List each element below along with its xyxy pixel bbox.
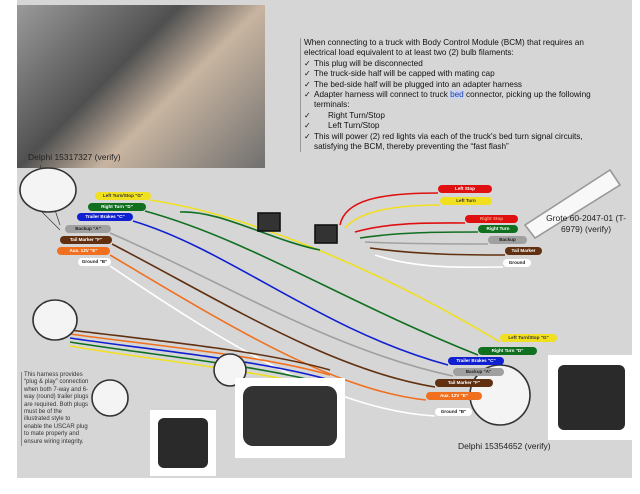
label-left-turn: Left Turn (440, 197, 492, 205)
photo-7way-socket-right (548, 355, 635, 440)
label-bottom-backup-a: Backup "A" (453, 368, 504, 376)
label-bottom-left-turn-stop-g: Left Turn/Stop "G" (500, 334, 557, 342)
label-tail-marker: Tail Marker (505, 247, 542, 255)
label-bottom-aux-12v-e: Aux. 12V "E" (426, 392, 482, 400)
photo-adapter-plugs (235, 378, 345, 458)
label-backup: Backup (488, 236, 527, 244)
bcm-note: When connecting to a truck with Body Con… (300, 38, 604, 153)
caption-delphi-bottom: Delphi 15354652 (verify) (458, 441, 551, 451)
caption-grote: Grote 60-2047-01 (T-6979) (verify) (546, 213, 626, 234)
note-item: The truck-side half will be capped with … (304, 69, 604, 80)
wire-gray-2 (364, 241, 489, 245)
label-backup-a: Backup "A" (65, 225, 111, 233)
wire-orange (109, 254, 427, 401)
label-right-turn: Right Turn (478, 225, 518, 233)
wire-red-2 (354, 222, 466, 233)
note-terminal: Right Turn/Stop (304, 111, 604, 122)
label-bottom-trailer-brakes-c: Trailer Brakes "C" (448, 357, 504, 365)
caption-delphi-top: Delphi 15317327 (verify) (28, 152, 121, 162)
wire-yellow-2 (344, 204, 441, 229)
grote-connector-drawing (523, 168, 622, 240)
label-bottom-ground-b: Ground "B" (435, 408, 472, 416)
label-bottom-tail-marker-f: Tail Marker "F" (435, 379, 493, 387)
wire-red-1 (339, 192, 439, 226)
label-ground: Ground (503, 259, 531, 267)
label-trailer-brakes-c: Trailer Brakes "C" (77, 213, 133, 221)
wire-brown-2 (369, 247, 506, 256)
connector-mid-1 (257, 212, 281, 232)
label-left-stop: Left Stop (438, 185, 492, 193)
label-aux-12v-e: Aux. 12V "E" (57, 247, 110, 255)
connector-delphi-top-drawing (19, 167, 77, 213)
note-item: Adapter harness will connect to truck be… (304, 90, 604, 111)
side-note: This harness provides “plug & play” conn… (21, 372, 89, 447)
connector-mid-2 (314, 224, 338, 244)
connector-7way-drawing (91, 379, 129, 417)
wire-bundle-lower (69, 329, 331, 371)
connector-lower-left-drawing (32, 299, 78, 341)
note-item: The bed-side half will be plugged into a… (304, 80, 604, 91)
wire-green (144, 210, 479, 356)
note-item: This plug will be disconnected (304, 59, 604, 70)
label-bottom-right-turn-d: Right Turn "D" (478, 347, 537, 355)
label-left-turn-stop-g: Left Turn/Stop "G" (95, 192, 151, 200)
photo-connector-hand (17, 5, 265, 168)
wire-green-mid (179, 211, 321, 251)
note-item: This will power (2) red lights via each … (304, 132, 604, 153)
wire-green-2 (359, 231, 479, 239)
label-ground-b: Ground "B" (78, 258, 111, 266)
wire-white-2 (374, 254, 504, 269)
label-tail-marker-f: Tail Marker "F" (60, 236, 112, 244)
wire-gray (109, 232, 454, 377)
wire-brown (111, 243, 436, 388)
label-right-stop: Right Stop (465, 215, 518, 223)
photo-7way-socket-left (150, 410, 216, 476)
wire-yellow (149, 199, 501, 343)
wire-blue (132, 220, 449, 366)
label-right-turn-d: Right Turn "D" (88, 203, 146, 211)
note-terminal: Left Turn/Stop (304, 121, 604, 132)
